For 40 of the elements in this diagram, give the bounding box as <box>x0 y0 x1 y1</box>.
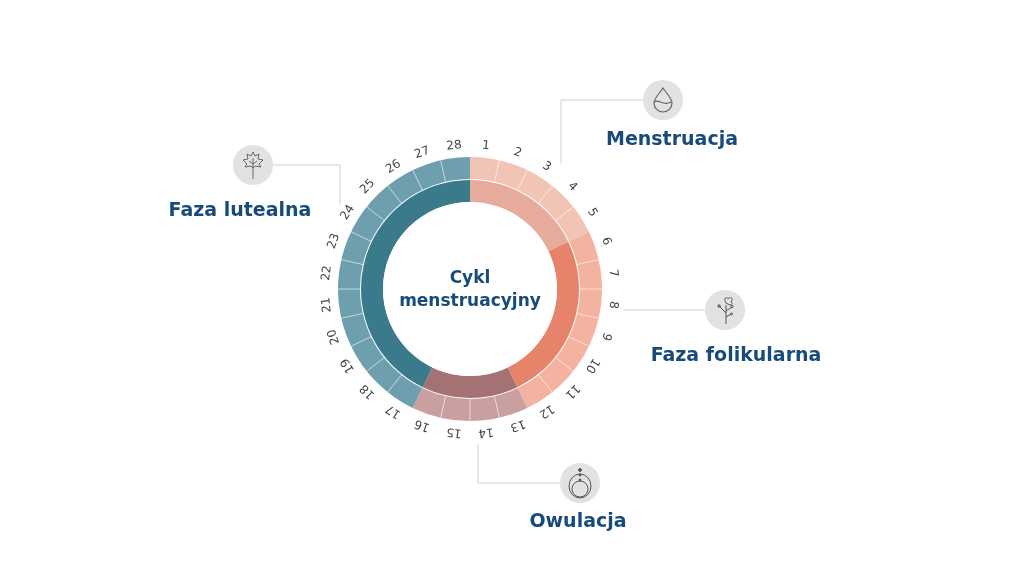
phase-label: Menstruacja <box>606 127 738 149</box>
day-number: 20 <box>324 327 342 347</box>
day-number: 11 <box>562 381 583 402</box>
day-number: 10 <box>583 356 602 376</box>
day-number: 15 <box>445 426 462 440</box>
phase-label: Faza folikularna <box>650 343 822 365</box>
icon-circle <box>233 145 273 185</box>
center-title: Cykl menstruacyjny <box>398 266 542 312</box>
phase-arc <box>470 157 589 252</box>
icon-circle <box>643 80 683 120</box>
day-number: 25 <box>357 176 378 197</box>
leader-line <box>272 164 341 206</box>
day-number: 24 <box>338 202 357 222</box>
icon-circle <box>705 290 745 330</box>
day-number: 2 <box>512 145 524 160</box>
day-number: 14 <box>477 426 495 440</box>
day-number: 8 <box>607 300 621 310</box>
day-number: 17 <box>383 402 403 421</box>
day-number: 5 <box>585 205 600 219</box>
day-number: 18 <box>357 381 378 402</box>
leader-line <box>477 443 561 484</box>
day-number: 19 <box>338 356 357 376</box>
day-number: 28 <box>445 138 462 152</box>
day-number: 9 <box>599 331 614 343</box>
day-number: 7 <box>607 268 621 278</box>
phase-label: Owulacja <box>529 509 627 531</box>
phase-arc <box>412 367 528 422</box>
day-number: 27 <box>412 143 432 161</box>
day-number: 6 <box>599 235 614 247</box>
phase-label: Faza lutealna <box>168 198 312 220</box>
day-number: 12 <box>537 402 557 421</box>
day-number: 16 <box>412 417 432 435</box>
day-number: 23 <box>324 231 342 251</box>
icon-circle <box>560 463 600 503</box>
day-number: 26 <box>383 157 403 176</box>
leader-line <box>560 99 644 164</box>
day-number: 1 <box>481 138 491 152</box>
day-number: 3 <box>540 159 554 174</box>
day-number: 13 <box>508 417 528 435</box>
day-number: 4 <box>565 179 580 194</box>
